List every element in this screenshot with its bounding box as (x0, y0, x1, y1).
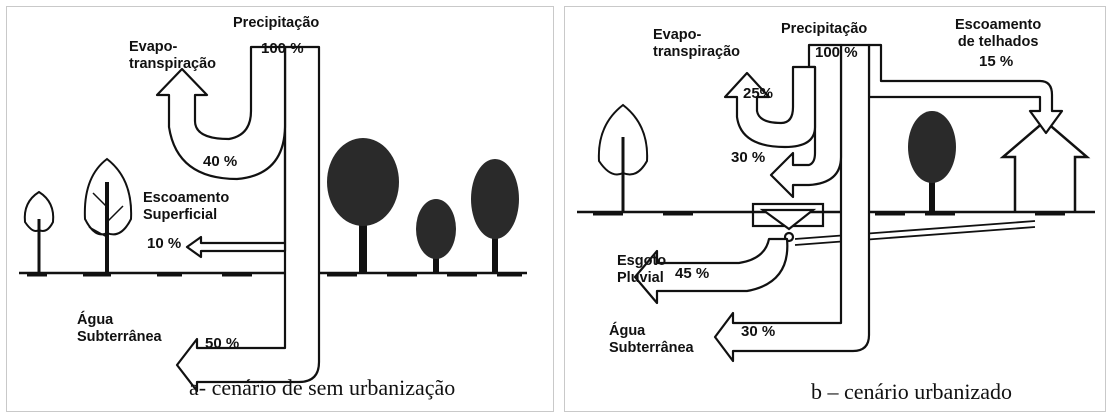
storm-sewer-percent: 45 % (675, 265, 710, 282)
surface-runoff-arrow (185, 45, 287, 259)
precipitation-label: Precipitação (233, 15, 320, 31)
evapotranspiration-percent: 25% (743, 85, 774, 102)
tree-icon (327, 138, 399, 273)
panel-a-drawing (19, 45, 527, 393)
groundwater-percent: 30 % (741, 323, 776, 340)
inlet-inflow-percent: 30 % (731, 149, 766, 166)
panel-urbanized: Evapo- transpiração 25% Precipitação 100… (564, 6, 1106, 412)
storm-sewer-arrow (633, 237, 789, 305)
house-icon (999, 119, 1091, 212)
storm-sewer-label: Esgoto Pluvial (617, 253, 667, 286)
precipitation-label: Precipitação (781, 21, 868, 37)
evapotranspiration-arrow (723, 65, 817, 149)
evapotranspiration-label: Evapo- transpiração (653, 27, 741, 60)
storm-drain-inlet (751, 202, 825, 243)
panel-b-caption: b – cenário urbanizado (811, 379, 1012, 404)
evapotranspiration-label: Evapo- transpiração (129, 39, 217, 72)
roof-runoff-percent: 15 % (979, 53, 1014, 70)
tree-icon (83, 157, 133, 273)
groundwater-label: Água Subterrânea (609, 323, 694, 356)
groundwater-percent: 50 % (205, 335, 240, 352)
groundwater-label: Água Subterrânea (77, 312, 162, 345)
storm-sewer-pipe (794, 220, 1036, 246)
tree-icon (597, 103, 649, 212)
evapotranspiration-arrow (155, 45, 287, 181)
roof-runoff-label: Escoamento de telhados (955, 17, 1042, 50)
tree-icon (471, 159, 519, 273)
precipitation-percent: 100 % (261, 40, 304, 57)
tree-icon (908, 111, 956, 212)
tree-icon (416, 199, 456, 273)
inlet-inflow-arrow (769, 43, 843, 199)
panel-a-caption: a- cenário de sem urbanização (189, 375, 456, 400)
roof-runoff-arrow (867, 43, 1064, 135)
tree-icon (23, 190, 55, 273)
evapotranspiration-percent: 40 % (203, 153, 238, 170)
precipitation-groundwater-arrow (175, 45, 321, 393)
surface-runoff-label: Escoamento Superficial (143, 190, 230, 223)
panel-b-drawing (577, 43, 1095, 363)
precipitation-groundwater-arrow (713, 43, 871, 363)
panel-no-urbanization: Precipitação 100 % Evapo- transpiração 4… (6, 6, 554, 412)
surface-runoff-percent: 10 % (147, 235, 182, 252)
precipitation-percent: 100 % (815, 44, 858, 61)
